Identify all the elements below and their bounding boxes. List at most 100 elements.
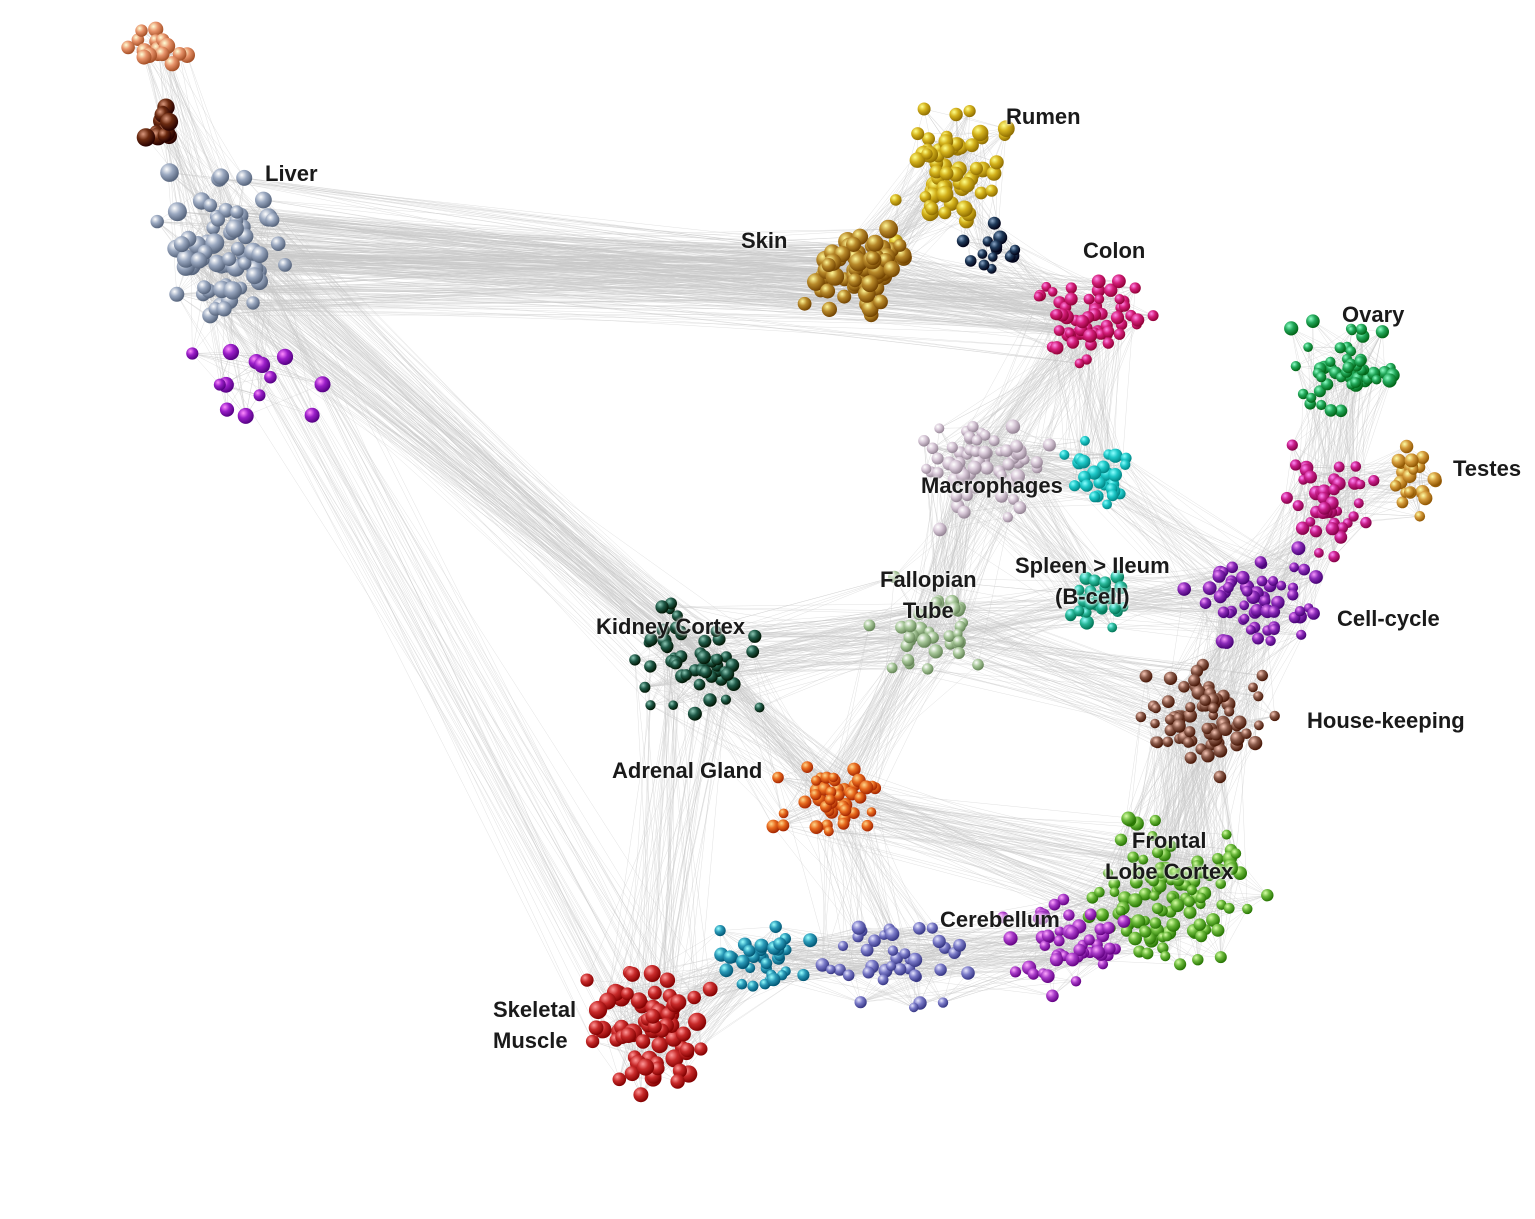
- node-muscle: [687, 990, 701, 1005]
- node-frontal: [1095, 908, 1109, 922]
- node-cellcycle: [1199, 597, 1212, 609]
- node-rumen: [909, 152, 926, 168]
- node-spleen: [1073, 605, 1085, 617]
- label-adrenal: Adrenal Gland: [612, 758, 763, 783]
- node-kidney: [671, 610, 683, 622]
- node-macrophages: [967, 421, 979, 433]
- node-housekeeping: [1150, 703, 1161, 714]
- label-cerebellum: Cerebellum: [940, 907, 1060, 932]
- node-magenta: [1337, 522, 1348, 534]
- node-cerebellum: [1003, 931, 1018, 946]
- node-slate: [842, 969, 855, 982]
- node-magenta: [1348, 511, 1359, 522]
- node-ovary: [1371, 374, 1382, 385]
- node-housekeeping: [1183, 708, 1197, 723]
- node-cerebellum: [1091, 945, 1105, 959]
- node-frontal: [1195, 930, 1208, 943]
- node-fallopian: [952, 636, 965, 648]
- node-liver-brown: [157, 128, 172, 143]
- node-cellcycle: [1177, 582, 1191, 596]
- node-housekeeping: [1161, 695, 1175, 708]
- node-slate: [851, 920, 866, 935]
- node-muscle: [688, 1012, 707, 1031]
- node-colon: [1066, 336, 1080, 349]
- node-ovary: [1316, 399, 1327, 411]
- node-cerebellum: [1065, 925, 1079, 940]
- node-cyan: [1120, 459, 1131, 470]
- node-teal: [719, 963, 734, 978]
- node-cerebellum: [997, 911, 1009, 924]
- node-skin: [820, 283, 836, 299]
- node-testes: [1418, 491, 1433, 506]
- node-ovary: [1290, 361, 1301, 372]
- node-adrenal: [861, 819, 874, 832]
- node-fallopian: [903, 631, 916, 644]
- node-muscle: [659, 972, 676, 988]
- node-slate: [887, 945, 899, 956]
- node-frontal: [1131, 865, 1145, 879]
- node-testes: [1404, 453, 1419, 468]
- node-liver-salmon: [155, 46, 170, 62]
- node-ovary: [1306, 314, 1320, 329]
- node-frontal: [1151, 902, 1164, 915]
- node-fallopian: [903, 619, 917, 633]
- node-cerebellum: [1097, 959, 1109, 970]
- node-housekeeping: [1256, 669, 1269, 682]
- node-cerebellum: [1102, 921, 1115, 935]
- node-magenta: [1286, 439, 1298, 451]
- node-ovary: [1354, 356, 1366, 367]
- node-spleen: [1109, 602, 1121, 615]
- node-frontal: [1165, 840, 1177, 852]
- node-teal: [760, 957, 773, 970]
- node-colon: [1094, 294, 1105, 305]
- node-violet: [222, 343, 239, 361]
- node-frontal: [1094, 886, 1105, 898]
- node-magenta: [1314, 548, 1324, 558]
- node-colon: [1102, 325, 1115, 338]
- node-cellcycle: [1241, 585, 1253, 597]
- node-colon: [1033, 291, 1044, 302]
- node-fallopian: [953, 628, 963, 639]
- node-macrophages: [961, 489, 973, 502]
- node-frontal: [1183, 905, 1197, 919]
- label-muscle: Skeletal Muscle: [493, 997, 577, 1054]
- node-macrophages: [931, 452, 944, 465]
- node-kidney: [655, 600, 669, 614]
- node-cyan: [1087, 465, 1102, 480]
- label-rumen: Rumen: [1006, 104, 1081, 129]
- node-spleen: [1088, 574, 1101, 587]
- node-fallopian: [863, 619, 876, 632]
- node-frontal: [1225, 862, 1238, 876]
- node-fallopian: [972, 658, 984, 671]
- node-skin: [866, 234, 884, 252]
- node-colon: [1129, 282, 1141, 294]
- node-cellcycle: [1212, 569, 1226, 583]
- node-slate: [893, 963, 907, 976]
- node-kidney: [696, 650, 711, 665]
- node-cellcycle: [1236, 570, 1250, 585]
- node-cellcycle: [1307, 607, 1320, 620]
- node-cellcycle: [1245, 625, 1256, 635]
- node-magenta: [1368, 475, 1380, 487]
- node-muscle: [633, 1087, 649, 1103]
- node-testes: [1396, 496, 1409, 509]
- node-skin: [846, 237, 861, 252]
- node-macrophages: [1025, 479, 1038, 492]
- node-slate: [854, 996, 867, 1009]
- node-colon: [1064, 292, 1078, 306]
- node-adrenal: [798, 795, 812, 809]
- node-housekeeping: [1163, 671, 1178, 685]
- node-housekeeping: [1254, 720, 1264, 731]
- node-testes: [1389, 480, 1402, 492]
- node-muscle: [588, 1020, 604, 1036]
- node-rumen: [921, 148, 933, 160]
- node-slate: [877, 974, 889, 986]
- node-liver: [208, 254, 226, 273]
- node-layer: [121, 21, 1442, 1103]
- node-adrenal: [777, 819, 790, 832]
- node-cellcycle: [1296, 629, 1307, 640]
- node-housekeeping: [1201, 749, 1215, 763]
- node-magenta: [1334, 530, 1348, 544]
- node-liver: [167, 202, 187, 222]
- node-adrenal: [766, 819, 781, 834]
